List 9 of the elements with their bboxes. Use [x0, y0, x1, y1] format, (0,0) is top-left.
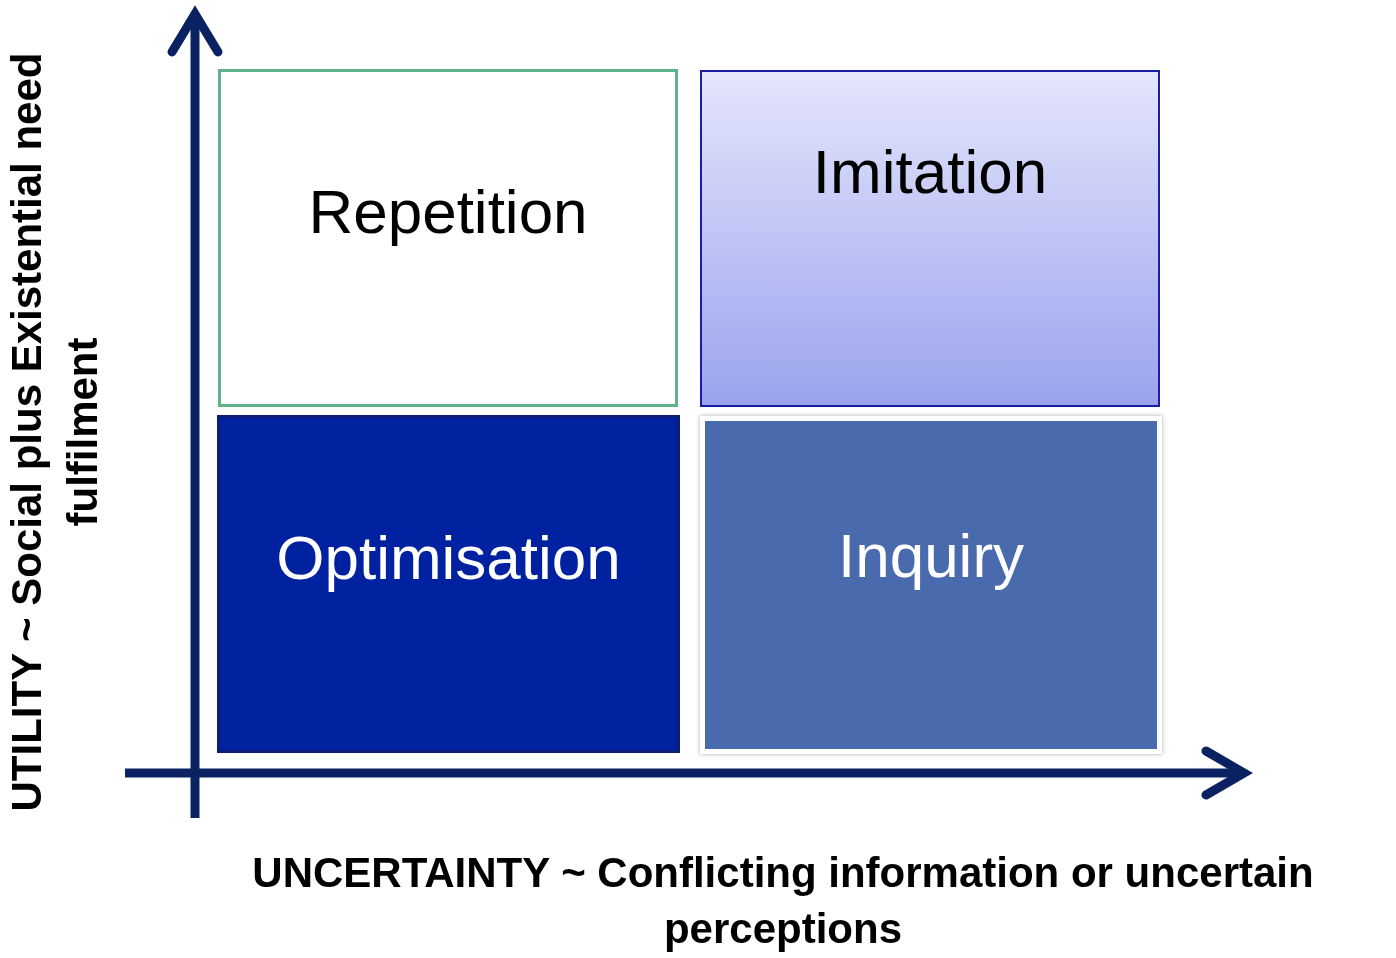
quadrant-box: [700, 70, 1160, 407]
quadrant-label: Repetition: [308, 176, 588, 248]
quadrant-box: [217, 415, 680, 753]
quadrant-label: Imitation: [812, 136, 1048, 208]
quadrant-box: [218, 69, 678, 407]
quadrant-label: Inquiry: [837, 520, 1025, 592]
axis-title: UTILITY ~ Social plus Existential need fulfilment: [2, 51, 107, 814]
axis-title: UNCERTAINTY ~ Conflicting information or uncertain perceptions: [251, 848, 1315, 954]
quadrant-label: Optimisation: [276, 522, 621, 594]
